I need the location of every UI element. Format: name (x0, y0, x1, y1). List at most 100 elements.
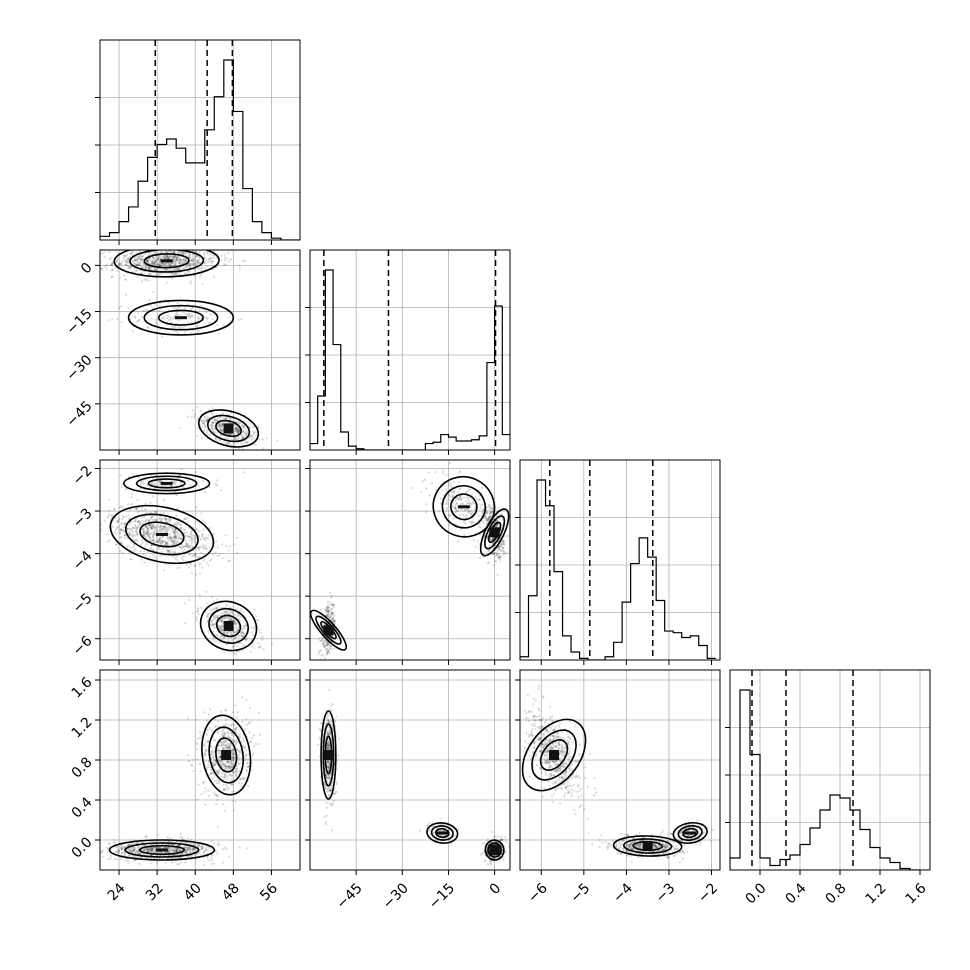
sample-point (449, 484, 452, 487)
sample-point (150, 267, 153, 270)
sample-point (141, 261, 145, 264)
sample-point (209, 260, 213, 263)
sample-point (139, 257, 142, 260)
sample-point (197, 258, 200, 261)
sample-point (158, 846, 162, 849)
sample-point (148, 298, 151, 301)
sample-point (207, 739, 210, 742)
sample-point (147, 252, 150, 255)
sample-point (459, 487, 462, 490)
sample-point (136, 538, 139, 541)
sample-point (320, 608, 323, 611)
sample-point (324, 639, 327, 642)
sample-point (233, 758, 236, 761)
sample-point (166, 846, 170, 849)
sample-point (494, 554, 497, 557)
sample-point (173, 263, 176, 266)
sample-point (245, 777, 248, 780)
sample-point (158, 273, 161, 276)
sample-point (219, 626, 222, 629)
sample-point (194, 843, 197, 846)
sample-point (121, 847, 124, 850)
sample-point (160, 262, 163, 265)
histogram-step (310, 269, 510, 450)
sample-point (107, 319, 110, 322)
sample-point (234, 704, 237, 707)
sample-point (133, 520, 136, 523)
sample-point (166, 846, 169, 850)
sample-point (233, 429, 237, 432)
sample-point (207, 761, 210, 764)
sample-point (500, 513, 503, 516)
sample-point (252, 752, 255, 755)
sample-point (198, 556, 201, 559)
sample-point (149, 850, 153, 853)
sample-point (235, 631, 238, 634)
sample-point (164, 543, 168, 546)
sample-point (328, 646, 331, 649)
density-contour (206, 414, 251, 443)
sample-point (327, 609, 330, 613)
sample-point (159, 264, 162, 267)
sample-point (128, 533, 131, 536)
sample-point (237, 420, 240, 423)
sample-point (235, 770, 238, 773)
sample-point (193, 412, 196, 415)
sample-point (228, 559, 232, 562)
sample-point (200, 268, 203, 271)
sample-point (144, 836, 147, 839)
sample-point (129, 527, 132, 531)
sample-point (188, 241, 190, 243)
sample-point (162, 255, 165, 259)
sample-point (496, 550, 499, 553)
sample-point (173, 254, 176, 258)
sample-point (191, 307, 194, 310)
sample-point (147, 533, 150, 536)
sample-point (109, 258, 112, 261)
density-contour (143, 304, 219, 331)
sample-point (178, 427, 181, 430)
sample-point (114, 850, 117, 853)
sample-point (324, 608, 327, 612)
sample-point (242, 436, 245, 439)
sample-point (210, 623, 213, 626)
sample-point (135, 255, 138, 258)
sample-point (158, 263, 161, 266)
sample-point (159, 255, 162, 258)
sample-point (182, 545, 185, 549)
sample-point (123, 852, 126, 855)
sample-point (137, 525, 140, 529)
density-contour (441, 485, 487, 529)
sample-point (127, 258, 130, 261)
sample-point (224, 421, 227, 424)
sample-point (163, 298, 167, 301)
sample-point (138, 254, 142, 257)
sample-point (481, 503, 484, 506)
sample-point (164, 517, 167, 521)
sample-point (120, 262, 123, 265)
sample-point (226, 612, 229, 615)
sample-point (238, 846, 241, 849)
sample-point (497, 545, 500, 549)
sample-point (496, 524, 499, 527)
sample-point (215, 420, 218, 423)
sample-point (174, 481, 177, 484)
sample-point (174, 255, 177, 258)
sample-point (192, 259, 195, 263)
sample-point (234, 427, 238, 430)
sample-point (163, 498, 166, 502)
sample-point (332, 617, 335, 620)
sample-point (163, 256, 166, 259)
sample-point (151, 262, 154, 265)
sample-point (174, 523, 177, 526)
sample-point (160, 519, 163, 522)
sample-point (144, 533, 147, 536)
sample-point (106, 263, 109, 266)
sample-point (218, 626, 221, 629)
sample-point (215, 633, 218, 636)
sample-point (175, 537, 178, 540)
sample-point (332, 619, 335, 622)
sample-point (239, 752, 242, 755)
sample-point (137, 520, 140, 523)
sample-point (464, 522, 467, 525)
